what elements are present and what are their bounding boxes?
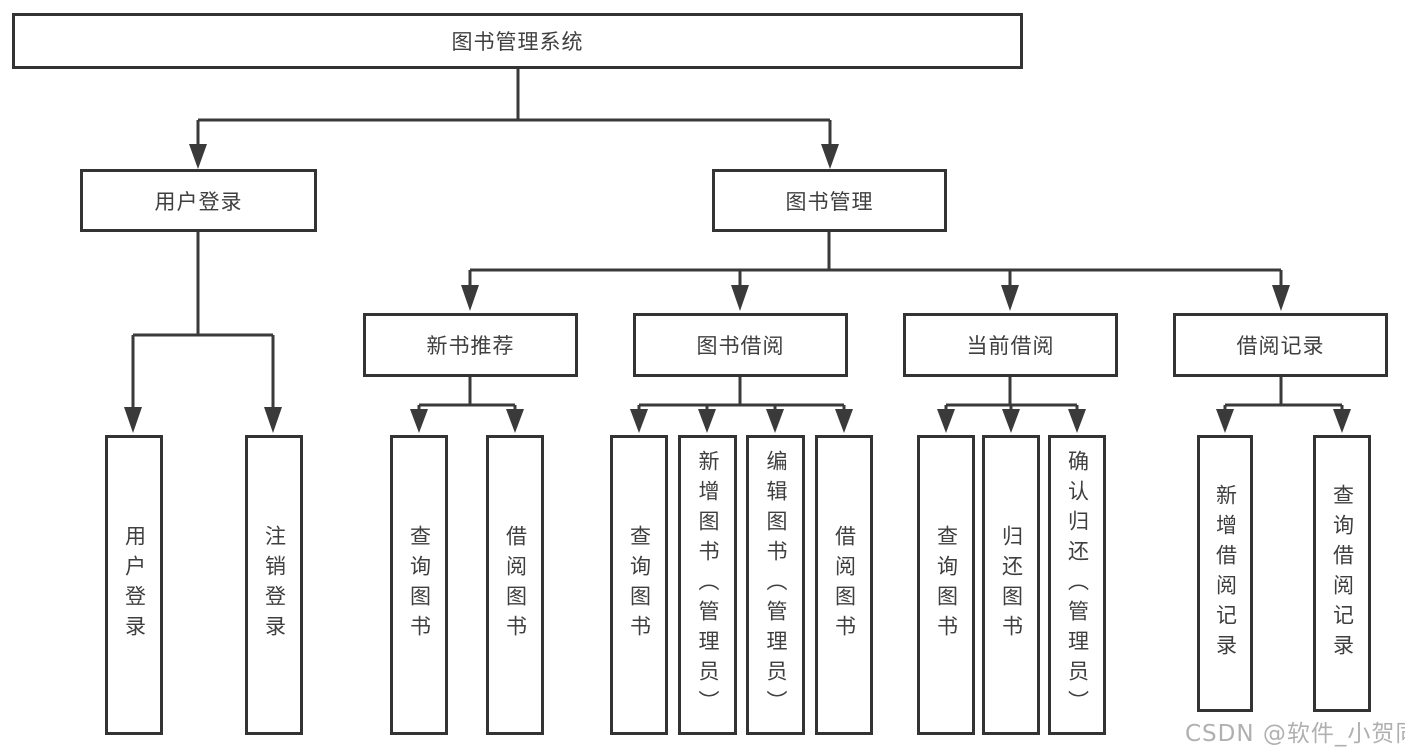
leaf-logout: 注销登录 [245,435,303,735]
leaf-query-book-1: 查询图书 [390,435,448,735]
node-current-borrow-label: 当前借阅 [966,334,1055,358]
node-user-login-label: 用户登录 [154,189,243,214]
node-book-borrow: 图书借阅 [633,313,848,377]
node-new-book-recommend-label: 新书推荐 [426,334,515,358]
node-borrow-records: 借阅记录 [1173,313,1388,377]
leaf-return-book-label: 归还图书 [999,525,1024,645]
leaf-confirm-return-admin: 确认归还（管理员） [1048,435,1106,735]
leaf-query-book-2-label: 查询图书 [627,525,652,645]
node-book-borrow-label: 图书借阅 [696,334,785,358]
leaf-edit-book-admin: 编辑图书（管理员） [746,435,805,735]
leaf-borrow-book-1: 借阅图书 [486,435,544,735]
leaf-confirm-return-admin-label: 确认归还（管理员） [1065,450,1090,720]
leaf-borrow-book-2-label: 借阅图书 [832,525,857,645]
csdn-watermark: CSDN @软件_小贺同学 [1185,721,1405,747]
leaf-query-borrow-record-label: 查询借阅记录 [1330,483,1355,664]
node-new-book-recommend: 新书推荐 [363,313,578,377]
leaf-user-login: 用户登录 [105,435,163,735]
leaf-query-book-3: 查询图书 [917,435,975,735]
node-root-label: 图书管理系统 [451,30,584,54]
leaf-borrow-book-2: 借阅图书 [815,435,873,735]
leaf-logout-label: 注销登录 [262,525,287,645]
leaf-add-borrow-record-label: 新增借阅记录 [1213,483,1238,664]
node-book-management: 图书管理 [712,169,947,232]
leaf-add-borrow-record: 新增借阅记录 [1197,435,1253,712]
leaf-borrow-book-1-label: 借阅图书 [503,525,528,645]
leaf-add-book-admin-label: 新增图书（管理员） [696,450,720,720]
leaf-query-book-1-label: 查询图书 [407,525,432,645]
leaf-query-book-3-label: 查询图书 [934,525,959,645]
leaf-edit-book-admin-label: 编辑图书（管理员） [764,450,788,720]
leaf-query-borrow-record: 查询借阅记录 [1313,435,1371,712]
leaf-query-book-2: 查询图书 [610,435,668,735]
node-book-management-label: 图书管理 [785,189,874,214]
node-borrow-records-label: 借阅记录 [1236,334,1325,358]
leaf-return-book: 归还图书 [982,435,1040,735]
node-user-login: 用户登录 [80,169,317,232]
node-root: 图书管理系统 [12,13,1023,69]
leaf-user-login-label: 用户登录 [122,525,147,645]
leaf-add-book-admin: 新增图书（管理员） [678,435,737,735]
node-current-borrow: 当前借阅 [903,313,1118,377]
